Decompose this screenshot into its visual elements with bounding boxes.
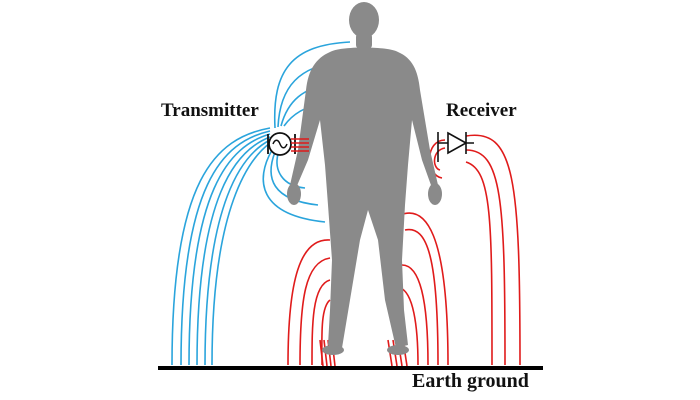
diode-icon — [437, 131, 474, 162]
transmitter-label: Transmitter — [161, 100, 259, 121]
earth-ground-label: Earth ground — [412, 370, 529, 392]
receiver-field-lines — [287, 134, 521, 367]
electrode-icon — [267, 134, 309, 154]
transmitter-field-lines — [171, 41, 351, 366]
ac-source-icon — [268, 132, 292, 156]
receiver-label: Receiver — [446, 100, 517, 121]
human-body-silhouette — [287, 2, 442, 355]
